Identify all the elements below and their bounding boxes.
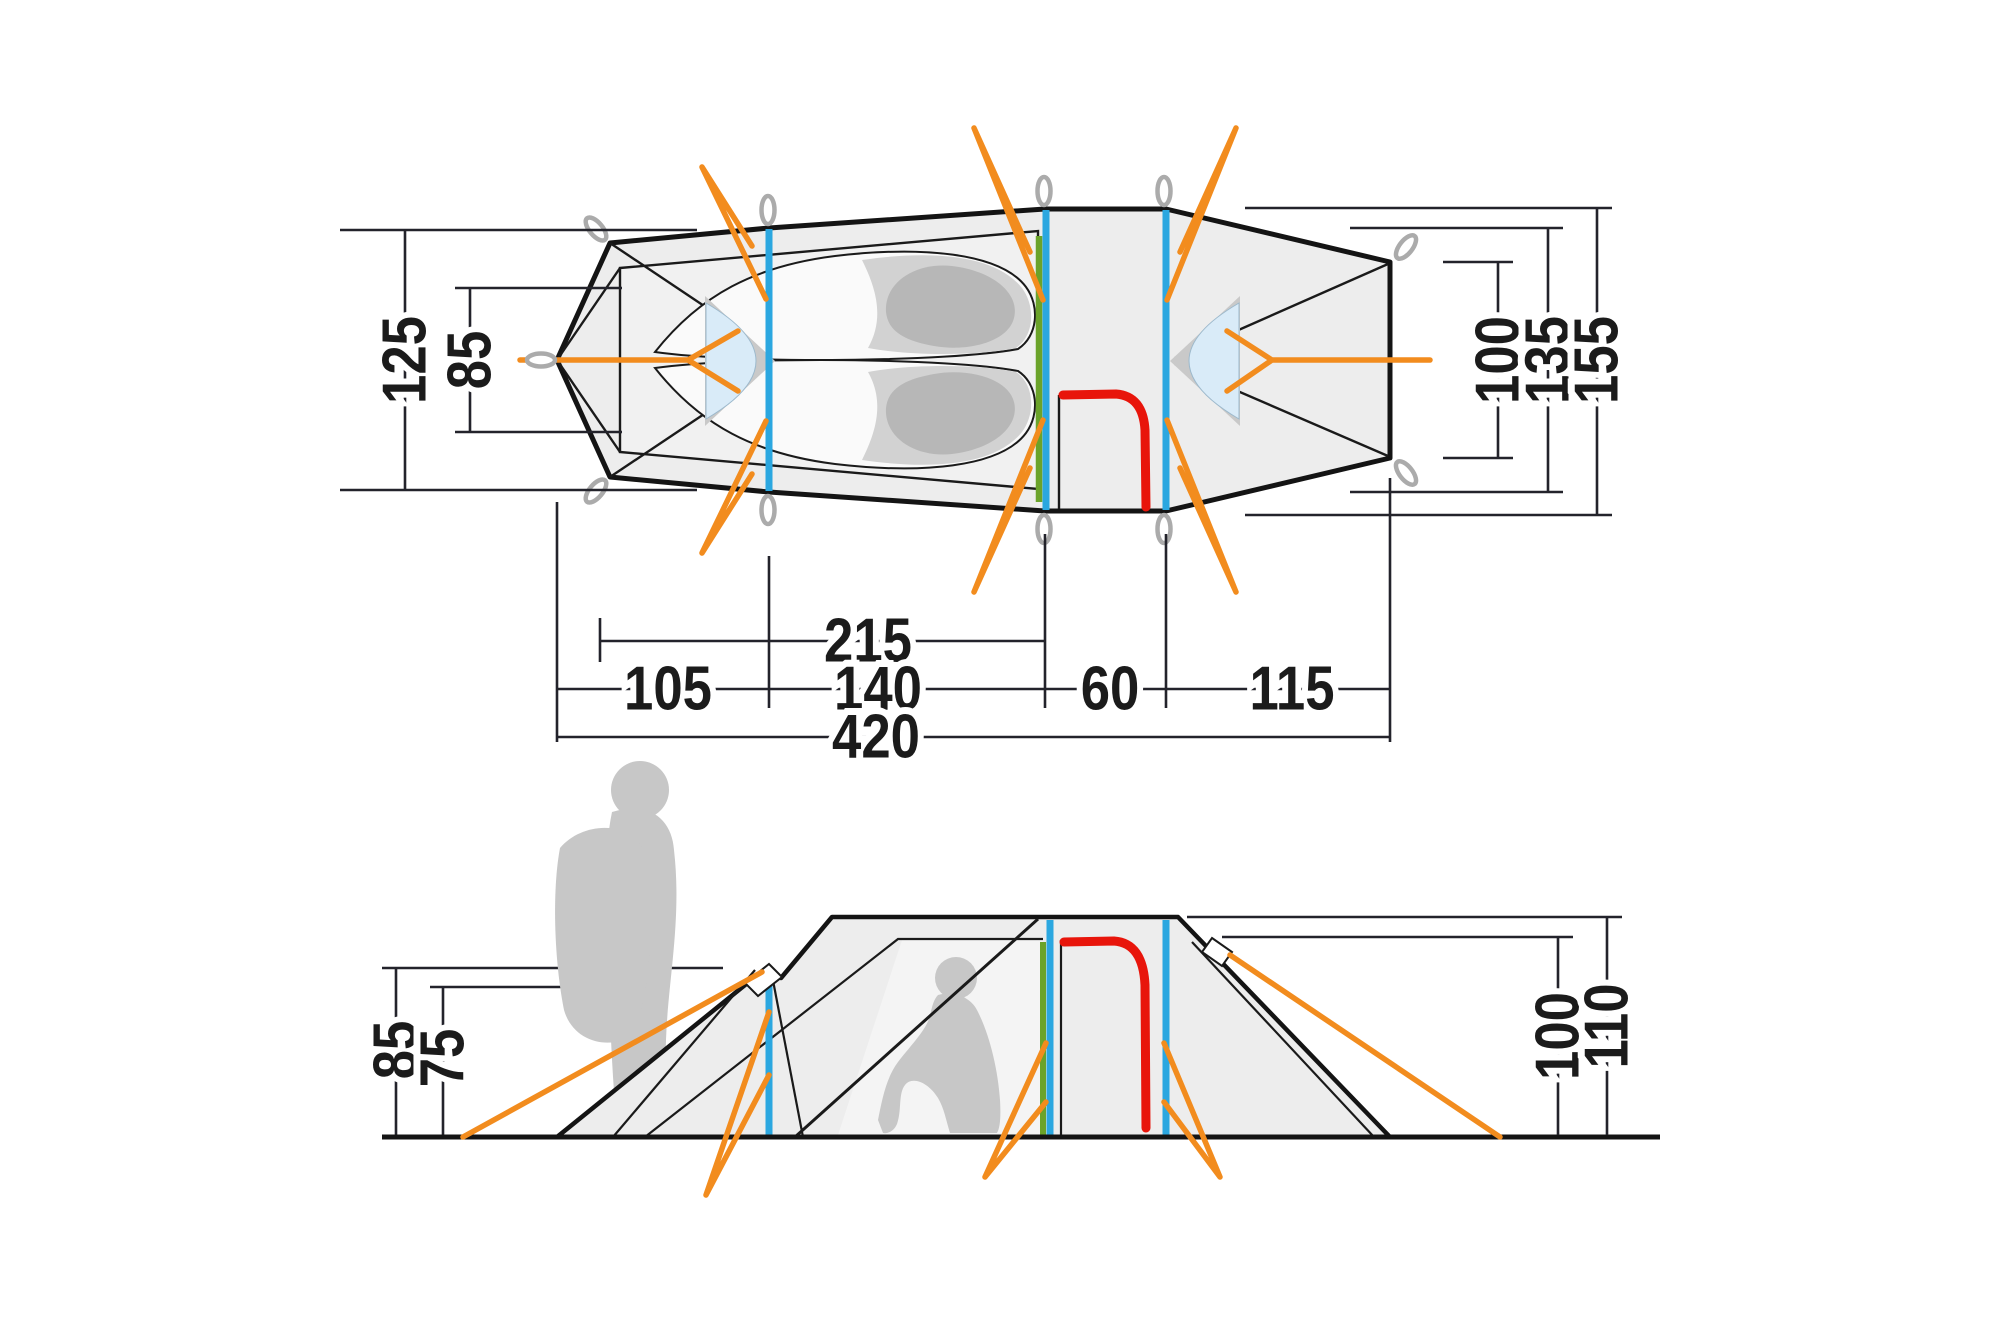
dim-label-total-height: 110 <box>1573 984 1642 1069</box>
dim-label-attach-height: 75 <box>409 1029 478 1088</box>
far-side-slope <box>793 917 1040 1139</box>
peg-icon <box>524 351 558 369</box>
seam <box>556 267 621 361</box>
top-view-guylines <box>517 125 1433 595</box>
guyline-v <box>971 417 1046 595</box>
dim-line-100 <box>1443 260 1513 460</box>
dim-line-135 <box>1350 226 1563 494</box>
dim-label-inner-width: 85 <box>436 331 505 390</box>
peg-icon <box>759 193 777 227</box>
dim-label-mid-section: 60 <box>1081 655 1140 724</box>
side-view-seams <box>612 917 1375 1139</box>
poles-blue <box>765 210 1170 510</box>
guyline-v <box>1161 1040 1223 1180</box>
side-view-dimensions-right <box>1187 915 1622 1135</box>
dim-line-100h <box>1222 935 1573 1135</box>
top-view-pegs <box>524 174 1419 546</box>
guyline-v <box>703 1009 772 1198</box>
guyline-rear <box>1227 952 1503 1140</box>
dim-label-rear-vestibule: 115 <box>1250 655 1335 724</box>
dim-label-sleeping-length: 140 <box>834 655 922 724</box>
guyline-v <box>699 164 769 302</box>
person-head <box>935 957 977 999</box>
guyline-v <box>1164 417 1239 595</box>
front-window <box>705 302 757 420</box>
dim-label-rear-end-width: 100 <box>1464 316 1533 404</box>
guyline-v <box>699 418 769 556</box>
person-backpack <box>555 827 652 1043</box>
guyline-v <box>971 125 1046 303</box>
poles-blue <box>765 920 1170 1135</box>
guy-attachment-patch <box>1200 936 1234 968</box>
peg-icon <box>1393 233 1419 261</box>
peg-icon <box>1155 174 1173 208</box>
side-view: 85 75 100 110 <box>355 761 1660 1198</box>
dim-label-max-width: 155 <box>1563 316 1632 404</box>
sleeping-bags <box>653 250 1037 470</box>
peg-icon <box>759 493 777 527</box>
person-head <box>611 761 669 819</box>
top-view-dimension-labels: 125 85 100 135 155 215 105 140 60 115 42… <box>364 310 1638 778</box>
dim-label-total-length: 420 <box>832 703 920 772</box>
door-zipper <box>1058 389 1151 512</box>
inner-rear-slope <box>1191 941 1375 1138</box>
dim-label-front-vestibule: 105 <box>624 655 712 724</box>
top-view-poles <box>765 210 1170 510</box>
side-view-guylines <box>460 952 1503 1198</box>
peg-icon <box>1155 512 1173 546</box>
top-view-dimensions <box>340 206 1612 742</box>
dim-label-inner-height: 100 <box>1524 992 1593 1080</box>
seam <box>556 359 621 453</box>
sitting-person-silhouette <box>878 957 1001 1134</box>
peg-icon <box>1035 174 1053 208</box>
inner-tent-line <box>644 937 1043 1138</box>
side-view-poles <box>765 920 1170 1135</box>
sleeping-bag-pillow <box>885 372 1015 455</box>
top-tent-body <box>554 206 1393 514</box>
dim-label-outer-width: 125 <box>371 316 440 404</box>
guyline-front <box>460 969 765 1140</box>
guyline-v <box>982 1040 1049 1180</box>
seam <box>612 969 756 1138</box>
person-body <box>878 993 1001 1134</box>
dim-line-110h <box>1187 915 1622 1135</box>
dim-line-85 <box>455 286 622 434</box>
guyline-v <box>1164 125 1239 303</box>
dim-line-125 <box>340 228 697 492</box>
door-zipper <box>1059 936 1151 1133</box>
dim-label-rear-corner-width: 135 <box>1514 316 1583 404</box>
top-view: 125 85 100 135 155 215 105 140 60 115 42… <box>340 125 1638 778</box>
dim-line-155 <box>1245 206 1612 517</box>
side-view-dimension-labels: 85 75 100 110 <box>355 977 1648 1094</box>
dim-label-front-pole-height: 85 <box>362 1021 431 1080</box>
peg-icon <box>1393 459 1419 487</box>
sleeping-bag-pillow <box>885 265 1015 348</box>
dim-label-inner-length: 215 <box>824 607 912 676</box>
guyline-rear-y <box>1224 328 1433 394</box>
seam <box>769 969 805 1138</box>
